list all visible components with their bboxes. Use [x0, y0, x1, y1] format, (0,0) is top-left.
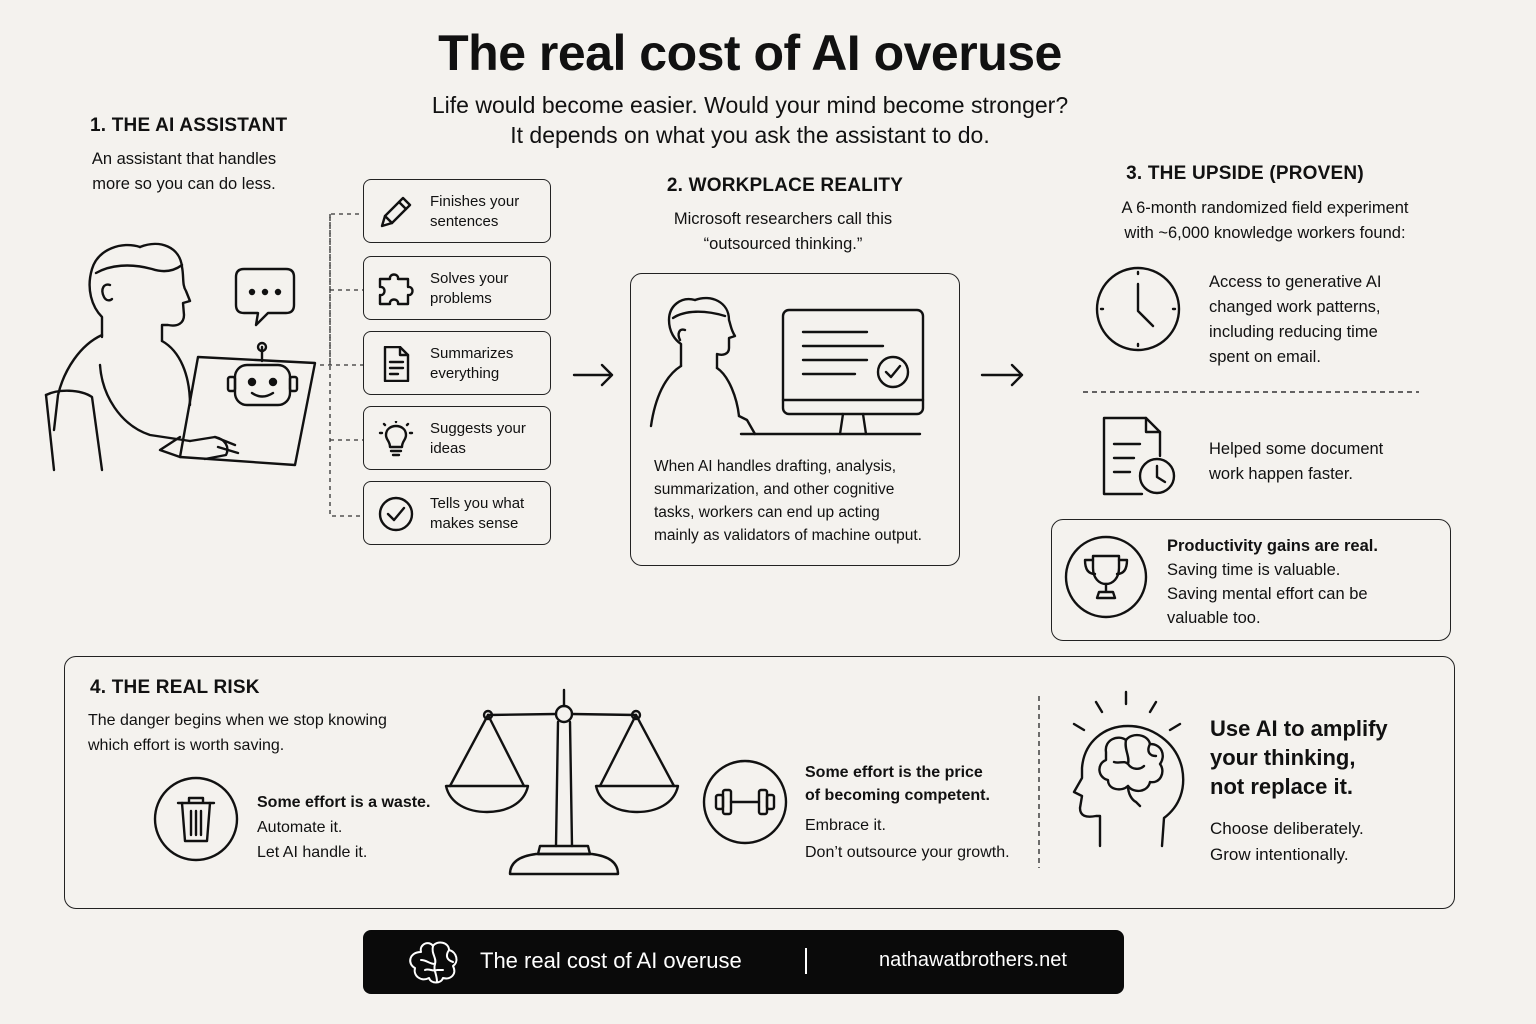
- document-icon: [383, 346, 410, 382]
- effort-waste-text: Some effort is a waste. Automate it. Let…: [257, 790, 457, 865]
- section4-description: The danger begins when we stop knowing w…: [88, 712, 387, 754]
- footer-website-link[interactable]: nathawatbrothers.net: [879, 949, 1067, 971]
- brain-icon: [409, 941, 458, 984]
- dumbbell-icon: [702, 759, 788, 845]
- lightbulb-icon: [378, 421, 414, 457]
- section3-desc-line-1: A 6-month randomized field experiment: [1121, 199, 1409, 217]
- effort-price-text: Some effort is the price of becoming com…: [805, 761, 1035, 864]
- effort-price-headline-2: of becoming competent.: [805, 787, 990, 804]
- section2-heading: 2. WORKPLACE REALITY: [666, 175, 904, 196]
- section3-desc-line-2: with ~6,000 knowledge workers found:: [1124, 224, 1406, 242]
- person-laptop-illustration: [44, 242, 317, 472]
- subtitle-line-1: Life would become easier. Would your min…: [431, 92, 1069, 118]
- real-risk-card: [64, 656, 1455, 909]
- worker-at-monitor-illustration: [649, 296, 925, 436]
- section4-heading: 4. THE REAL RISK: [90, 677, 260, 698]
- balance-scale-icon: [444, 688, 680, 876]
- section3-heading: 3. THE UPSIDE (PROVEN): [1126, 163, 1364, 184]
- effort-waste-headline: Some effort is a waste.: [257, 794, 431, 811]
- productivity-gains-text: Productivity gains are real. Saving time…: [1167, 534, 1447, 630]
- section1-description: An assistant that handles more so you ca…: [70, 147, 298, 197]
- subtitle-line-2: It depends on what you ask the assistant…: [510, 122, 990, 148]
- finding-work-patterns: Access to generative AI changed work pat…: [1209, 273, 1382, 366]
- productivity-gains-headline: Productivity gains are real.: [1167, 537, 1378, 555]
- section1-desc-line-1: An assistant that handles: [91, 150, 277, 168]
- pencil-icon: [380, 196, 412, 228]
- trash-icon: [153, 776, 239, 862]
- section2-desc-line-2: “outsourced thinking.”: [703, 235, 863, 253]
- brain-head-icon: [1072, 690, 1185, 848]
- amplify-thinking-headline: Use AI to amplify your thinking, not rep…: [1210, 716, 1388, 799]
- dashed-divider: [1083, 391, 1419, 393]
- clock-icon: [1095, 266, 1181, 352]
- document-clock-icon: [1102, 416, 1176, 496]
- finding-document-work: Helped some document work happen faster.: [1209, 440, 1384, 483]
- workplace-reality-card: [630, 273, 960, 566]
- section3-description: A 6-month randomized field experiment wi…: [1090, 196, 1440, 246]
- feature-connector-lines: [320, 213, 363, 517]
- footer-title: The real cost of AI overuse: [480, 948, 742, 973]
- effort-price-headline: Some effort is the price: [805, 764, 983, 781]
- footer-banner: The real cost of AI overuse nathawatbrot…: [363, 930, 1124, 994]
- arrow-right-icon: [572, 363, 614, 387]
- subtitle: Life would become easier. Would your min…: [0, 90, 1500, 150]
- puzzle-icon: [378, 273, 414, 306]
- section2-description: Microsoft researchers call this “outsour…: [600, 207, 966, 257]
- productivity-gains-card: [1051, 519, 1451, 641]
- vertical-dashed-divider: [1038, 696, 1040, 868]
- trophy-icon: [1064, 535, 1148, 619]
- workplace-reality-text: When AI handles drafting, analysis, summ…: [654, 458, 922, 544]
- section2-desc-line-1: Microsoft researchers call this: [673, 210, 893, 228]
- section1-heading: 1. THE AI ASSISTANT: [90, 115, 288, 136]
- section1-desc-line-2: more so you can do less.: [92, 175, 276, 193]
- page-title: The real cost of AI overuse: [438, 25, 1062, 81]
- amplify-thinking-text: Choose deliberately. Grow intentionally.: [1210, 819, 1364, 864]
- footer-separator: [805, 948, 807, 974]
- checkmark-icon: [378, 496, 414, 532]
- arrow-right-icon: [980, 363, 1024, 387]
